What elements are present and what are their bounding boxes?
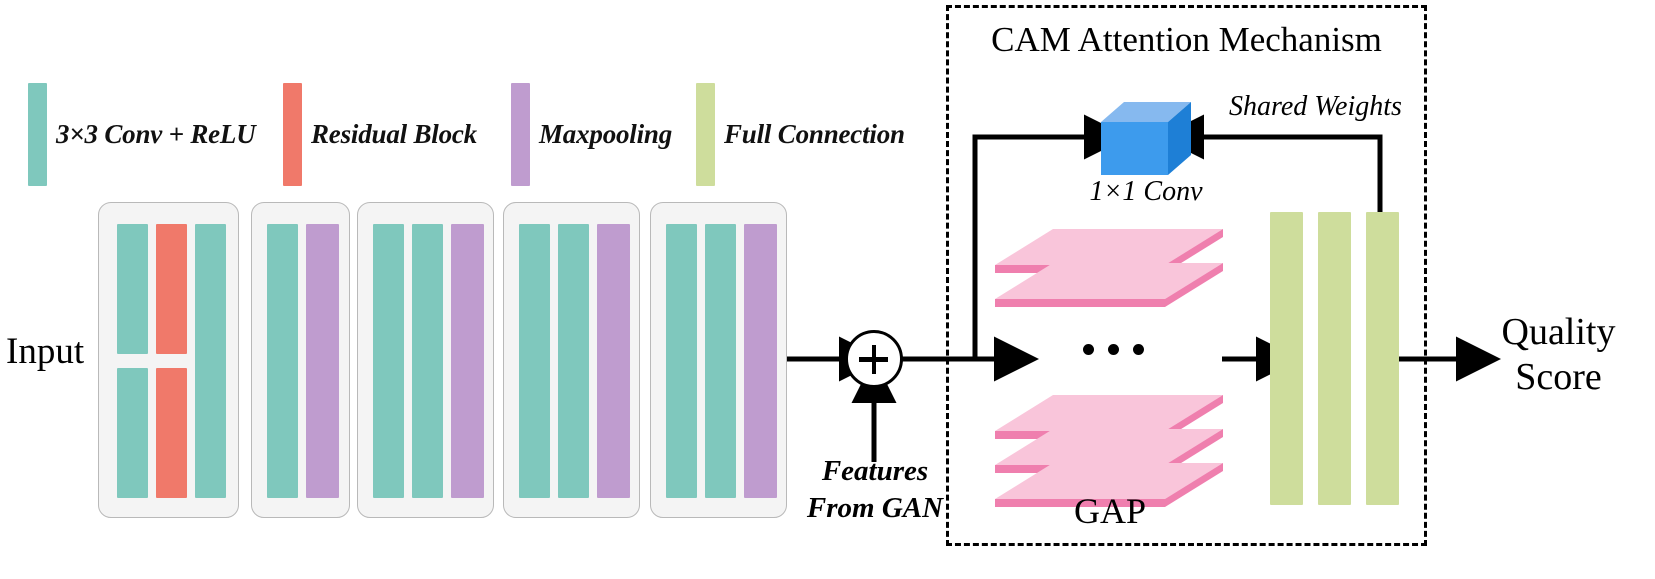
stage-5-bar-pool xyxy=(744,224,777,498)
gap-label: GAP xyxy=(1073,491,1147,531)
stage-3-bar-conv-a xyxy=(373,224,404,498)
legend-label-conv-relu: 3×3 Conv + ReLU xyxy=(56,119,256,149)
conv1x1-cube xyxy=(1096,100,1196,178)
gap-slab-bottom-3 xyxy=(995,461,1223,511)
stage-5-bar-conv-b xyxy=(705,224,736,498)
legend-swatch-maxpooling xyxy=(511,83,530,186)
legend-swatch-full-connection xyxy=(696,83,715,186)
stage-2-bar-pool xyxy=(306,224,339,498)
gap-slab-bottom-3-svg xyxy=(995,463,1223,507)
fc-bar-1 xyxy=(1270,212,1303,505)
stage-5-card xyxy=(650,202,787,518)
stage-4-card xyxy=(503,202,640,518)
ellipsis-dot-2 xyxy=(1108,344,1119,355)
stage-3-card xyxy=(357,202,494,518)
legend-swatch-conv-relu xyxy=(28,83,47,186)
legend-label-full-connection: Full Connection xyxy=(724,119,905,149)
conv1x1-cube-svg xyxy=(1101,102,1191,175)
fc-bar-3 xyxy=(1366,212,1399,505)
input-label: Input xyxy=(6,331,85,372)
features-from-gan-label-line2: From GAN xyxy=(806,492,944,524)
stage-3-bar-pool xyxy=(451,224,484,498)
legend-label-maxpooling: Maxpooling xyxy=(539,119,673,149)
quality-score-label-line2: Score xyxy=(1515,356,1602,398)
ellipsis-dot-3 xyxy=(1133,344,1144,355)
conv1x1-label: 1×1 Conv xyxy=(1089,176,1203,207)
fc-bar-2 xyxy=(1318,212,1351,505)
stage-3-bar-conv-b xyxy=(412,224,443,498)
stage-5-bar-conv-a xyxy=(666,224,697,498)
plus-vertical-stroke xyxy=(871,344,876,374)
legend-swatch-residual-block xyxy=(283,83,302,186)
stage-1-bar-conv-b xyxy=(195,224,226,498)
stage-4-bar-pool xyxy=(597,224,630,498)
gap-ellipsis xyxy=(1083,344,1144,355)
sum-node xyxy=(845,330,903,388)
stage-1-bar-residual-top xyxy=(156,224,187,354)
cam-title: CAM Attention Mechanism xyxy=(991,20,1382,59)
gap-slab-top-2 xyxy=(995,261,1223,311)
stage-1-card xyxy=(98,202,239,518)
gap-slab-top-2-svg xyxy=(995,263,1223,307)
stage-4-bar-conv-b xyxy=(558,224,589,498)
ellipsis-dot-1 xyxy=(1083,344,1094,355)
stage-1-bar-conv-a-top xyxy=(117,224,148,354)
stage-1-bar-residual-bottom xyxy=(156,368,187,498)
features-from-gan-label-line1: Features xyxy=(821,455,929,487)
stage-2-card xyxy=(251,202,350,518)
quality-score-label-line1: Quality xyxy=(1501,311,1616,353)
shared-weights-label: Shared Weights xyxy=(1229,91,1402,122)
stage-1-bar-conv-a-bottom xyxy=(117,368,148,498)
stage-2-bar-conv xyxy=(267,224,298,498)
cam-attention-region xyxy=(946,5,1427,546)
stage-4-bar-conv-a xyxy=(519,224,550,498)
legend-label-residual-block: Residual Block xyxy=(311,119,477,149)
